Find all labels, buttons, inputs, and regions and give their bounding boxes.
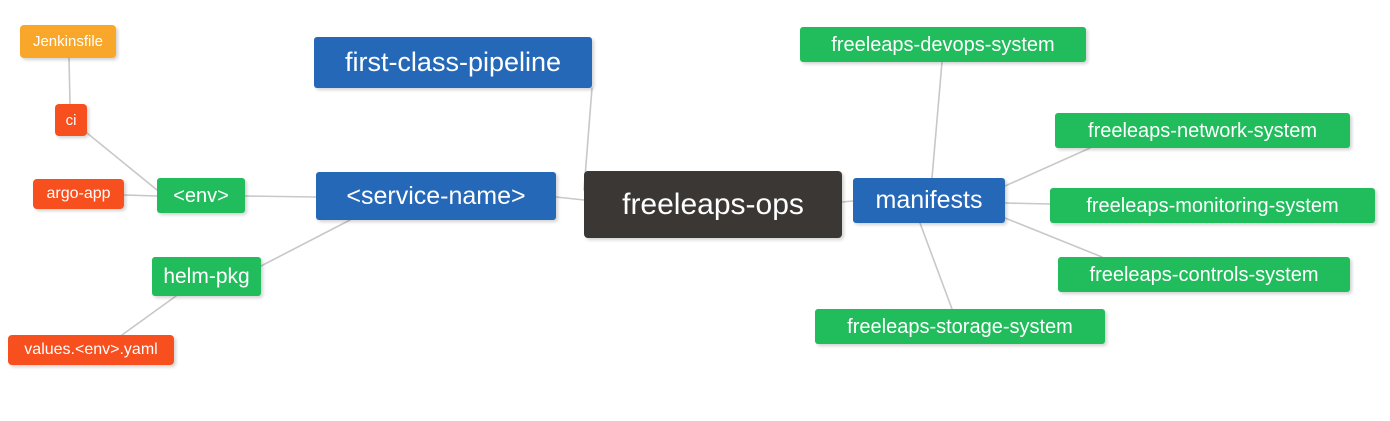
node-freeleaps-ops[interactable]: freeleaps-ops (584, 171, 842, 238)
node-label-service-name: <service-name> (346, 181, 526, 210)
edge-ci-to-jenkinsfile (68, 57, 71, 105)
node-devops-system[interactable]: freeleaps-devops-system (800, 27, 1086, 62)
node-label-network-system: freeleaps-network-system (1088, 119, 1317, 142)
node-argo-app[interactable]: argo-app (33, 179, 124, 209)
node-label-jenkinsfile: Jenkinsfile (32, 33, 104, 50)
node-label-controls-system: freeleaps-controls-system (1089, 263, 1319, 286)
node-label-env: <env> (173, 184, 229, 207)
edge-manifests-to-storage-system (919, 222, 953, 310)
node-label-freeleaps-ops: freeleaps-ops (622, 187, 804, 221)
edge-env-to-argo-app (123, 194, 158, 197)
node-values-yaml[interactable]: values.<env>.yaml (8, 335, 174, 365)
node-label-ci: ci (65, 111, 77, 129)
edge-root-to-service-name (555, 196, 585, 201)
node-monitoring-system[interactable]: freeleaps-monitoring-system (1050, 188, 1375, 223)
node-storage-system[interactable]: freeleaps-storage-system (815, 309, 1105, 344)
node-jenkinsfile[interactable]: Jenkinsfile (20, 25, 116, 58)
node-ci[interactable]: ci (55, 104, 87, 136)
edge-root-to-manifests (841, 200, 854, 203)
edge-service-name-to-env (244, 195, 317, 198)
node-controls-system[interactable]: freeleaps-controls-system (1058, 257, 1350, 292)
node-label-argo-app: argo-app (46, 185, 111, 202)
edge-manifests-to-monitoring-system (1004, 202, 1051, 205)
edge-manifests-to-devops-system (931, 61, 943, 179)
node-helm-pkg[interactable]: helm-pkg (152, 257, 261, 296)
edge-manifests-to-controls-system (1004, 217, 1103, 258)
node-label-first-class-pipeline: first-class-pipeline (344, 47, 562, 77)
node-network-system[interactable]: freeleaps-network-system (1055, 113, 1350, 148)
node-label-storage-system: freeleaps-storage-system (847, 315, 1073, 338)
node-label-manifests: manifests (875, 186, 983, 214)
edge-helm-pkg-to-values-yaml (121, 295, 177, 336)
node-label-helm-pkg: helm-pkg (163, 265, 250, 288)
node-first-class-pipeline[interactable]: first-class-pipeline (314, 37, 592, 88)
edge-manifests-to-network-system (1004, 147, 1091, 187)
node-label-values-yaml: values.<env>.yaml (24, 341, 158, 358)
node-label-devops-system: freeleaps-devops-system (831, 33, 1055, 56)
node-service-name[interactable]: <service-name> (316, 172, 556, 220)
node-env[interactable]: <env> (157, 178, 245, 213)
edge-service-name-to-helm-pkg (260, 219, 351, 267)
node-label-monitoring-system: freeleaps-monitoring-system (1086, 194, 1339, 217)
node-manifests[interactable]: manifests (853, 178, 1005, 223)
